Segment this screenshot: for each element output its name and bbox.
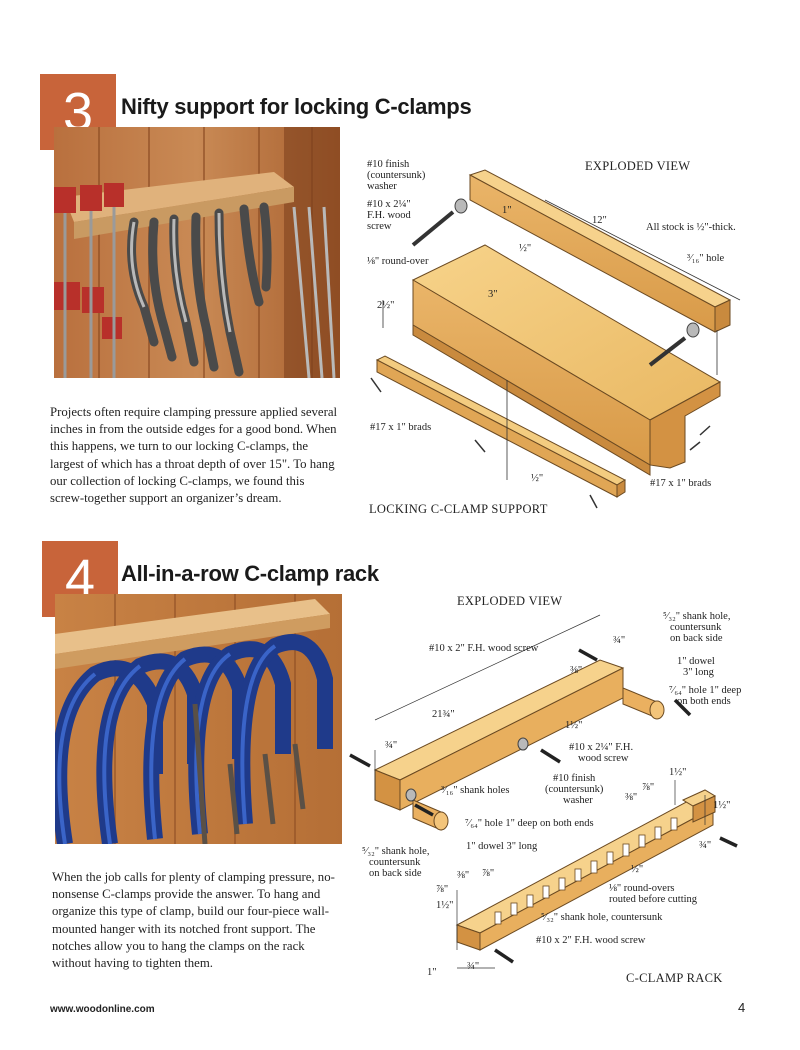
- d2-screw-mid-2: wood screw: [578, 753, 629, 764]
- d2-dowel-mid: 1" dowel 3" long: [466, 841, 538, 852]
- d1-washer-label-2: (countersunk): [367, 170, 426, 181]
- d1-screw-label-3: screw: [367, 221, 392, 232]
- section-3-paragraph: Projects often require clamping pressure…: [50, 405, 338, 506]
- d1-dim-2half: 2½": [377, 300, 394, 311]
- d1-washer-label-1: #10 finish: [367, 159, 410, 170]
- d2-hole-right-1: ⁷⁄₆₄" hole 1" deep: [669, 685, 741, 696]
- d2-dim-3-4-b: ¾": [699, 840, 711, 851]
- d1-screw-label-1: #10 x 2¼": [367, 199, 411, 210]
- section-4-paragraph: When the job calls for plenty of clampin…: [52, 870, 335, 971]
- d2-shank-left-1: ⁵⁄₃₂" shank hole,: [362, 846, 429, 857]
- footer-url[interactable]: www.woodonline.com: [50, 1004, 155, 1015]
- c-clamp-rack-diagram: EXPLODED VIEW ⁵⁄₃₂" shank hole, counters…: [349, 594, 741, 985]
- d2-dim-half: ½": [631, 864, 643, 875]
- d1-dim-half-top: ½": [519, 243, 531, 254]
- d2-dowel-right-1: 1" dowel: [677, 656, 715, 667]
- d2-shank-top-1: ⁵⁄₃₂" shank hole,: [663, 611, 730, 622]
- d1-exploded-view: EXPLODED VIEW: [585, 159, 690, 173]
- d1-brads-right: #17 x 1" brads: [650, 478, 711, 489]
- d1-screw-label-2: F.H. wood: [367, 210, 412, 221]
- svg-text:screw: screw: [367, 221, 392, 232]
- d2-shank-holes: ³⁄₁₆" shank holes: [441, 785, 509, 796]
- d2-dowel-right-2: 3" long: [683, 667, 715, 678]
- d2-dim-3-8-b: ⅜": [625, 792, 637, 803]
- d2-roundovers-2: routed before cutting: [609, 894, 698, 905]
- d2-dim-3-8-c: ⅜": [457, 870, 469, 881]
- d2-dim-1half-a: 1½": [565, 720, 582, 731]
- svg-text:(countersunk): (countersunk): [367, 170, 426, 181]
- svg-text:#10 finish: #10 finish: [367, 159, 410, 170]
- d2-washer-mid-2: (countersunk): [545, 784, 604, 795]
- d1-hole: ³⁄₁₆" hole: [687, 253, 725, 264]
- d2-screw-bottom: #10 x 2" F.H. wood screw: [536, 935, 646, 946]
- d2-roundovers-1: ⅛" round-overs: [609, 883, 675, 894]
- d2-shank-bottom: ⁵⁄₃₂" shank hole, countersunk: [541, 912, 663, 923]
- d2-caption: C-CLAMP RACK: [626, 971, 723, 985]
- d1-dim-1: 1": [502, 205, 512, 216]
- locking-c-clamps-photo: [54, 127, 340, 378]
- svg-text:washer: washer: [367, 181, 397, 192]
- d1-dim-3: 3": [488, 289, 498, 300]
- svg-text:F.H. wood: F.H. wood: [367, 210, 412, 221]
- section-3-title: Nifty support for locking C-clamps: [121, 94, 472, 119]
- d2-shank-top-3: on back side: [670, 633, 723, 644]
- section-4-title: All-in-a-row C-clamp rack: [121, 561, 379, 586]
- locking-c-clamp-support-diagram: #10 finish (countersunk) washer #10 x 2¼…: [367, 159, 741, 516]
- d1-dim-half-bottom: ½": [531, 473, 543, 484]
- d2-hole-right-2: on both ends: [677, 696, 731, 707]
- d2-hole-mid: ⁷⁄₆₄" hole 1" deep on both ends: [465, 818, 594, 829]
- d2-shank-left-2: countersunk: [369, 857, 421, 868]
- d2-dim-3-4-c: ¾": [467, 961, 479, 972]
- svg-text:#10 x 2¼": #10 x 2¼": [367, 199, 411, 210]
- page-number: 4: [738, 1000, 746, 1015]
- d1-washer-label-3: washer: [367, 181, 397, 192]
- d2-dim-3-4-a: ¾": [613, 635, 625, 646]
- d2-dim-7-8-b: ⅞": [482, 868, 494, 879]
- d2-dim-1half-d: 1½": [436, 900, 453, 911]
- d2-screw-mid-1: #10 x 2¼" F.H.: [569, 742, 633, 753]
- d2-washer-mid-3: washer: [563, 795, 593, 806]
- d2-dim-1half-c: 1½": [713, 800, 730, 811]
- d1-brads-left: #17 x 1" brads: [370, 422, 431, 433]
- d2-dim-1half-b: 1½": [669, 767, 686, 778]
- d2-washer-mid-1: #10 finish: [553, 773, 596, 784]
- d1-caption: LOCKING C-CLAMP SUPPORT: [369, 502, 548, 516]
- d2-dim-7-8-a: ⅞": [642, 782, 654, 793]
- d2-dim-3-8-a: ⅜": [570, 665, 582, 676]
- d1-roundover: ⅛" round-over: [367, 256, 429, 267]
- d1-stock-note: All stock is ½"-thick.: [646, 222, 736, 233]
- d2-shank-left-3: on back side: [369, 868, 422, 879]
- d2-dim-7-8-c: ⅞": [436, 884, 448, 895]
- c-clamp-rack-photo: [55, 594, 342, 844]
- d2-exploded-view: EXPLODED VIEW: [457, 594, 562, 608]
- d2-dim-21-3-4: 21¾": [432, 709, 455, 720]
- d2-screw-top: #10 x 2" F.H. wood screw: [429, 643, 539, 654]
- d2-dim-1: 1": [427, 967, 437, 978]
- d2-shank-top-2: countersunk: [670, 622, 722, 633]
- d2-dim-3-4-left: ¾": [385, 740, 397, 751]
- d1-dim-12: 12": [592, 215, 607, 226]
